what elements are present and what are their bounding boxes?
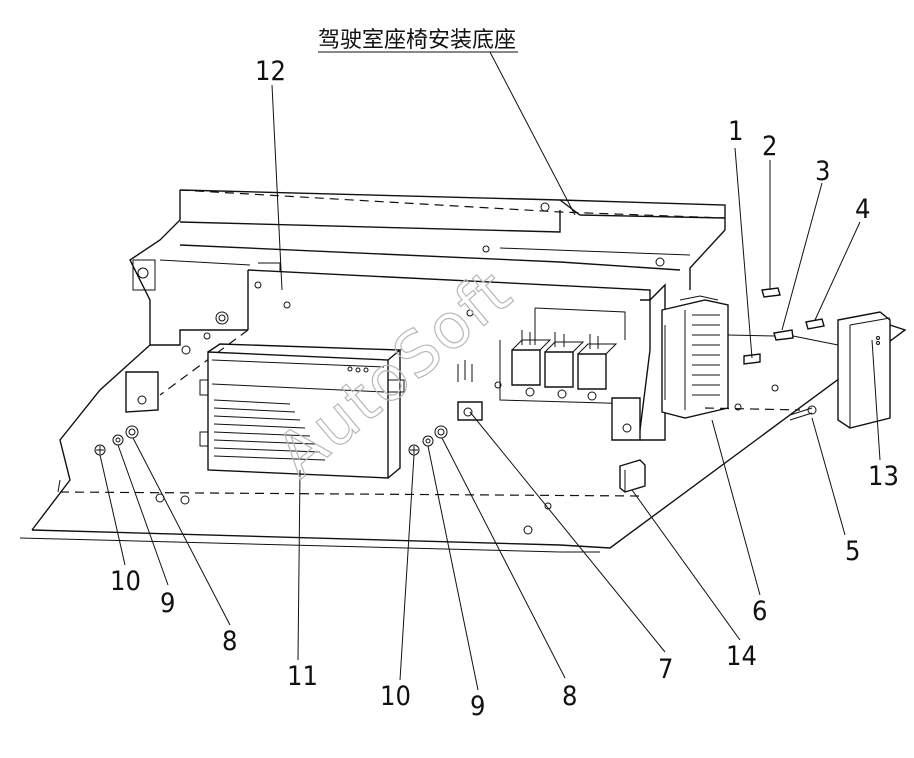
diagram-title: 驾驶室座椅安装底座 <box>318 28 516 53</box>
callout-1: 1 <box>728 116 743 147</box>
callout-9-left: 9 <box>160 588 175 619</box>
callout-7: 7 <box>658 654 673 685</box>
block-14 <box>619 459 646 493</box>
fuse-box <box>661 295 801 419</box>
center-bracket <box>457 401 483 421</box>
fuse-box-cover <box>837 311 891 429</box>
callout-2: 2 <box>762 131 777 162</box>
washer-set-left <box>94 425 139 456</box>
left-bracket <box>125 371 159 413</box>
callout-6: 6 <box>752 596 767 627</box>
callout-9-right: 9 <box>470 691 485 722</box>
screw <box>789 405 817 421</box>
callout-14: 14 <box>726 641 757 672</box>
callout-13: 13 <box>868 461 899 492</box>
right-bracket <box>611 397 641 441</box>
floor-plate <box>19 190 907 553</box>
callout-8-right: 8 <box>562 681 577 712</box>
controller-unit <box>199 343 405 479</box>
callout-5: 5 <box>845 536 860 567</box>
callout-10-left: 10 <box>110 566 141 597</box>
relay-block <box>457 307 641 405</box>
callout-11: 11 <box>287 661 318 692</box>
callout-12: 12 <box>255 56 286 87</box>
callout-3: 3 <box>815 156 830 187</box>
callout-10-right: 10 <box>380 681 411 712</box>
seat-mounting-base <box>132 189 726 355</box>
fastener-parts <box>727 287 839 365</box>
callout-8-left: 8 <box>222 626 237 657</box>
leader-lines <box>99 51 881 691</box>
callout-4: 4 <box>855 194 870 225</box>
washer-set-right <box>408 425 448 456</box>
